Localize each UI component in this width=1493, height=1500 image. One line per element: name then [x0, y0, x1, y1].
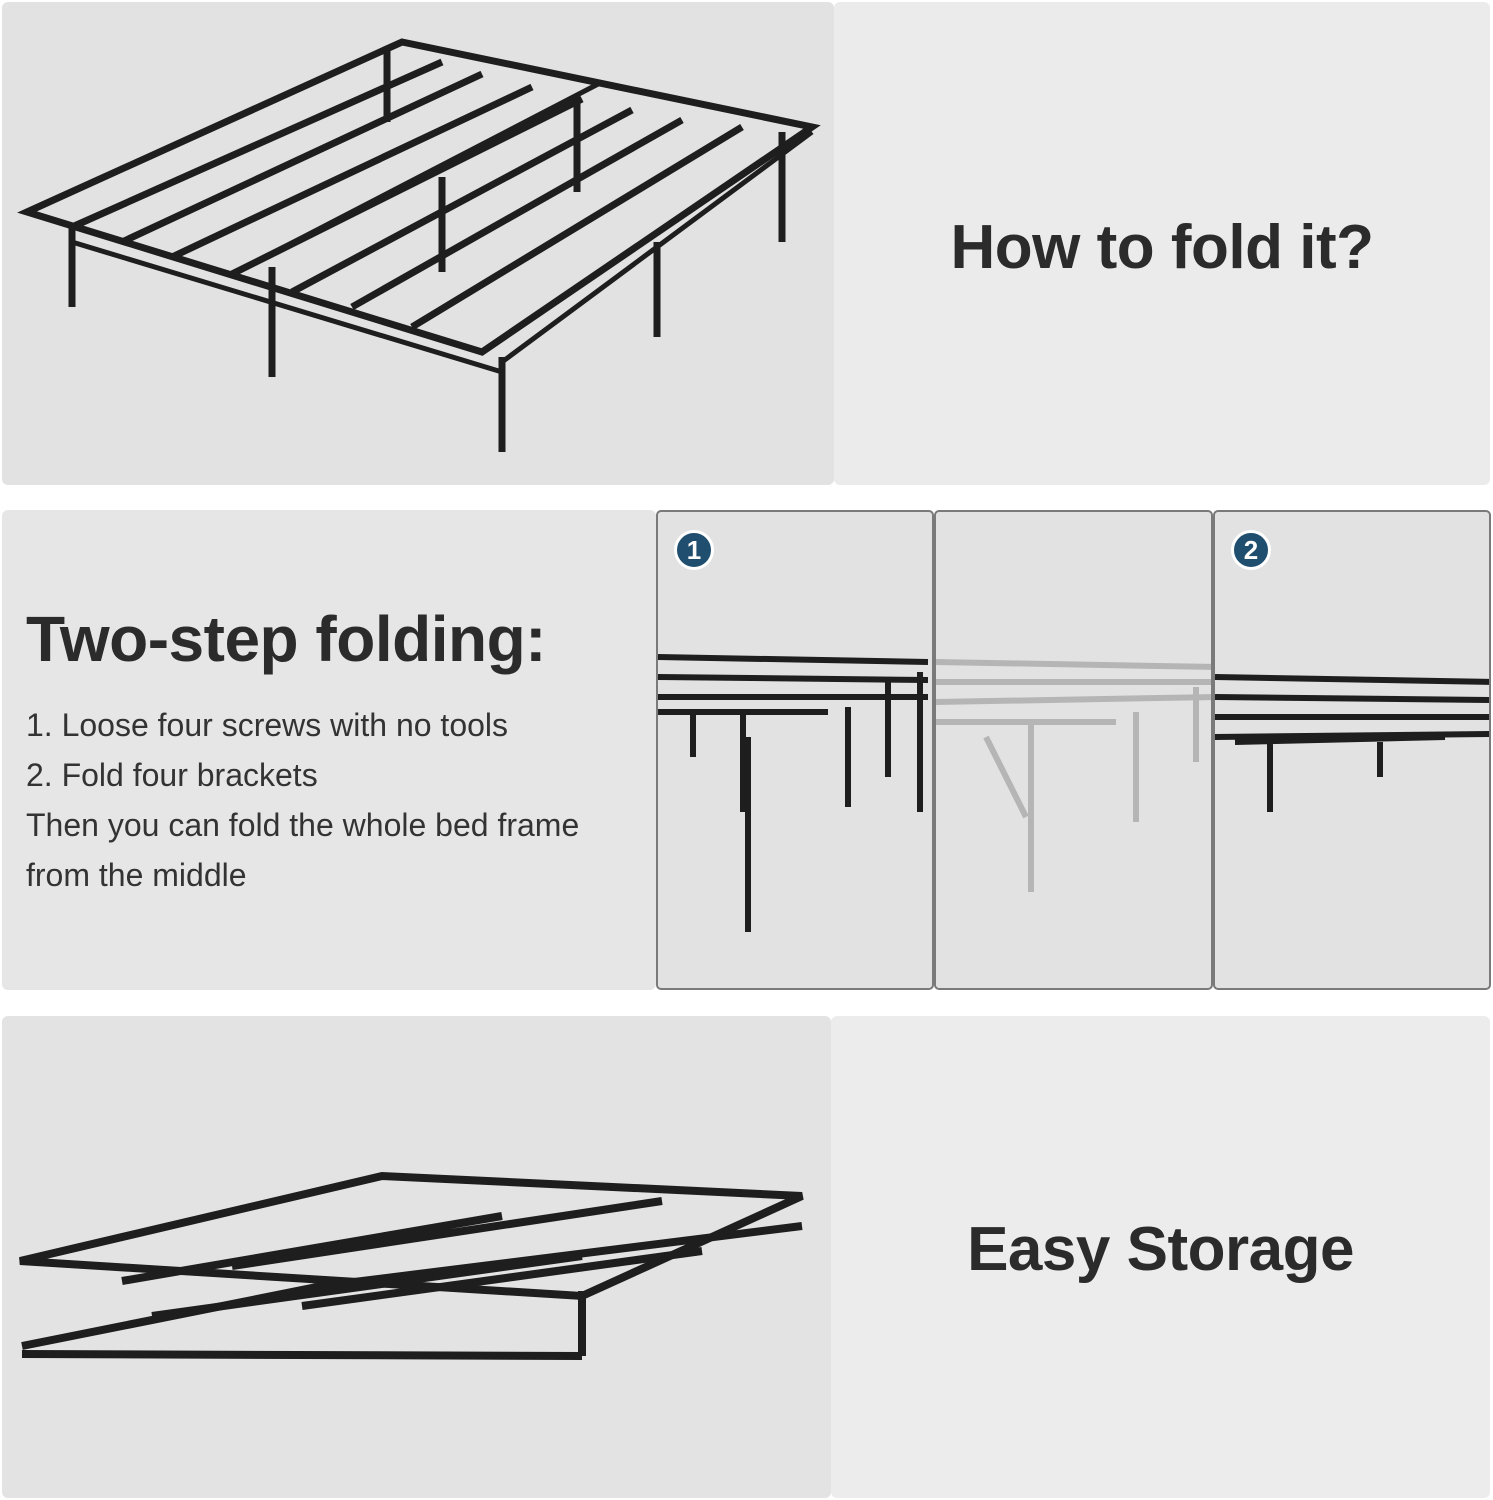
title-panel: How to fold it?	[834, 2, 1490, 485]
title-panel: Easy Storage	[831, 1016, 1490, 1498]
bed-leg-unscrew-illustration	[658, 654, 929, 932]
step-badge-2: 2	[1231, 530, 1271, 570]
section-title-two-step: Two-step folding:	[26, 603, 546, 675]
folded-frame-image-panel	[2, 1016, 831, 1498]
bed-frame-folded-illustration	[19, 1171, 804, 1360]
bracket-folding-illustration	[936, 659, 1211, 892]
section-title-how-to-fold: How to fold it?	[950, 213, 1374, 282]
step-line: 1. Loose four screws with no tools	[26, 707, 509, 743]
step-line: from the middle	[26, 857, 247, 893]
step-1-photo: 1	[656, 510, 934, 990]
step-transition-photo	[934, 510, 1213, 990]
step-line: Then you can fold the whole bed frame	[26, 807, 580, 843]
section-title-easy-storage: Easy Storage	[967, 1215, 1354, 1284]
bracket-folded-illustration	[1215, 674, 1489, 812]
step-2-photo: 2	[1213, 510, 1491, 990]
steps-list: 1. Loose four screws with no tools 2. Fo…	[26, 700, 579, 900]
step-badge-1: 1	[674, 530, 714, 570]
bed-frame-image-panel	[2, 2, 834, 485]
bed-frame-open-illustration	[17, 38, 821, 452]
step-line: 2. Fold four brackets	[26, 757, 318, 793]
instructions-panel: Two-step folding: 1. Loose four screws w…	[2, 510, 656, 990]
